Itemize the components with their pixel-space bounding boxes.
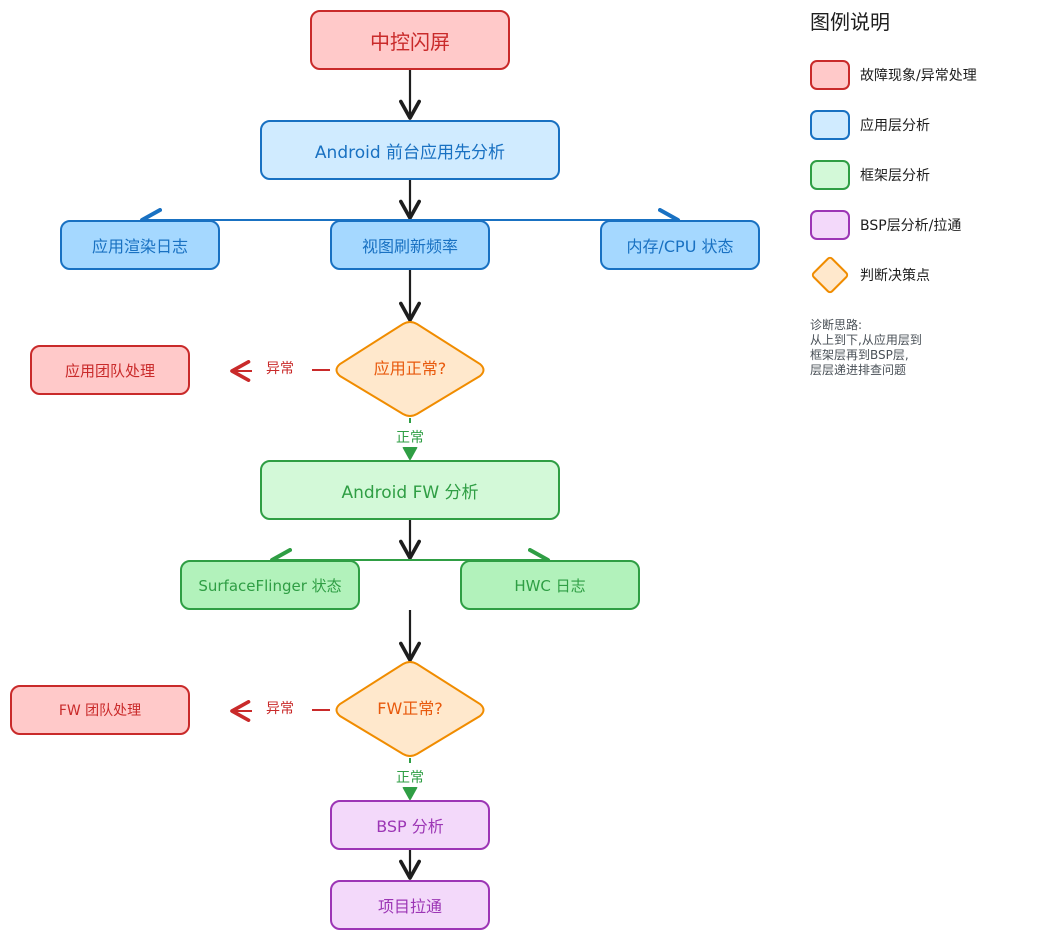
node-android-fw: Android FW 分析 [260,460,560,520]
legend-swatch-bsp [810,210,850,240]
decision-app-ok-label: 应用正常? [373,359,447,378]
node-hwc-log: HWC 日志 [460,560,640,610]
legend-note-line: 框架层再到BSP层, [810,348,909,362]
legend-swatch-fault [810,60,850,90]
node-bsp: BSP 分析 [330,800,490,850]
node-app-team: 应用团队处理 [30,345,190,395]
node-project: 项目拉通 [330,880,490,930]
node-view-refresh: 视图刷新频率 [330,220,490,270]
decision-fw-ok-label: FW正常? [377,699,443,718]
legend-title: 图例说明 [810,10,890,34]
legend-label-fault: 故障现象/异常处理 [860,68,977,84]
node-fw-team: FW 团队处理 [10,685,190,735]
legend-note-line: 诊断思路: [810,318,863,332]
node-start: 中控闪屏 [310,10,510,70]
node-mem-cpu: 内存/CPU 状态 [600,220,760,270]
legend-swatch-app [810,110,850,140]
legend-swatch-framework [810,160,850,190]
decision-fw-ok-shape [335,661,485,757]
legend-label-app: 应用层分析 [860,118,930,134]
legend-label-framework: 框架层分析 [860,168,930,184]
node-android-app: Android 前台应用先分析 [260,120,560,180]
node-app-render-log: 应用渲染日志 [60,220,220,270]
node-surfaceflinger: SurfaceFlinger 状态 [180,560,360,610]
decision-app-ok-shape [335,321,485,417]
legend-note-line: 从上到下,从应用层到 [810,333,922,347]
edge-label-fw-abnormal: 异常 [264,698,296,718]
edge-label-app-abnormal: 异常 [264,358,296,378]
legend-note-line: 层层递进排查问题 [810,363,907,377]
legend-label-decision: 判断决策点 [860,268,930,284]
legend-notes: 诊断思路: 从上到下,从应用层到 框架层再到BSP层, 层层递进排查问题 [810,318,922,378]
edge-label-fw-normal: 正常 [394,767,426,787]
legend-label-bsp: BSP层分析/拉通 [860,218,962,234]
edge-label-app-normal: 正常 [394,427,426,447]
